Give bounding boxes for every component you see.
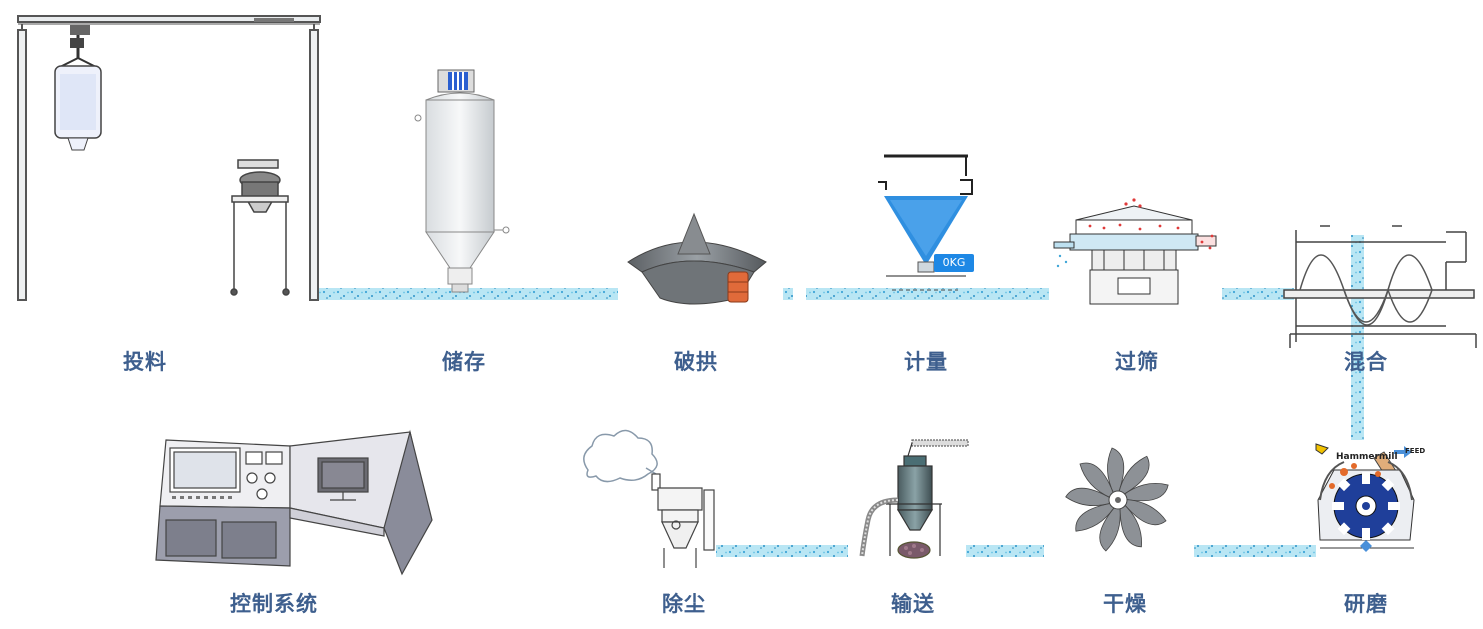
stage-label-metering: 计量	[904, 350, 948, 374]
cyclone-conveyor-icon	[859, 439, 969, 559]
dust-collector-icon	[651, 473, 715, 568]
arch-breaker-icon	[627, 212, 767, 305]
pipe-segment	[1194, 545, 1316, 557]
stage-label-sieving: 过筛	[1115, 350, 1159, 374]
vibrating-sieve-icon	[1053, 198, 1217, 305]
hammermill-title: Hammermill	[1336, 452, 1398, 462]
pipe-segment	[966, 545, 1044, 557]
silo-icon	[414, 69, 510, 293]
stage-label-dust-removal: 除尘	[662, 592, 706, 616]
bulk-bag-icon	[54, 35, 102, 151]
weigh-hopper-icon	[878, 154, 973, 291]
pipe-segment	[318, 288, 618, 300]
stage-label-arch-breaking: 破拱	[674, 350, 718, 374]
control-desk-icon	[155, 429, 433, 576]
hammermill-icon	[1315, 443, 1415, 552]
ribbon-mixer-icon	[1283, 225, 1477, 348]
fan-icon	[1064, 447, 1171, 553]
cloud-icon	[583, 429, 658, 483]
stage-label-mixing: 混合	[1344, 350, 1388, 374]
hammermill-feed-label: FEED	[1405, 447, 1426, 455]
stage-label-conveying: 输送	[891, 592, 935, 616]
stage-label-control-system: 控制系统	[230, 592, 318, 616]
stage-label-storage: 储存	[442, 350, 486, 374]
stage-label-feeding: 投料	[123, 350, 167, 374]
pipe-segment-vertical	[1351, 235, 1364, 440]
pipe-segment	[1222, 288, 1294, 300]
pipe-segment	[806, 288, 1049, 300]
scale-reading-display: 0KG	[934, 254, 974, 272]
pipes-bottom	[716, 545, 1316, 557]
bag-unloading-station-icon	[230, 159, 290, 296]
pipe-segment	[783, 288, 793, 300]
pipes-top	[318, 235, 1364, 440]
stage-label-drying: 干燥	[1103, 592, 1147, 616]
gantry-crane-icon	[17, 15, 321, 301]
pipe-segment	[716, 545, 848, 557]
stage-label-grinding: 研磨	[1344, 592, 1388, 616]
